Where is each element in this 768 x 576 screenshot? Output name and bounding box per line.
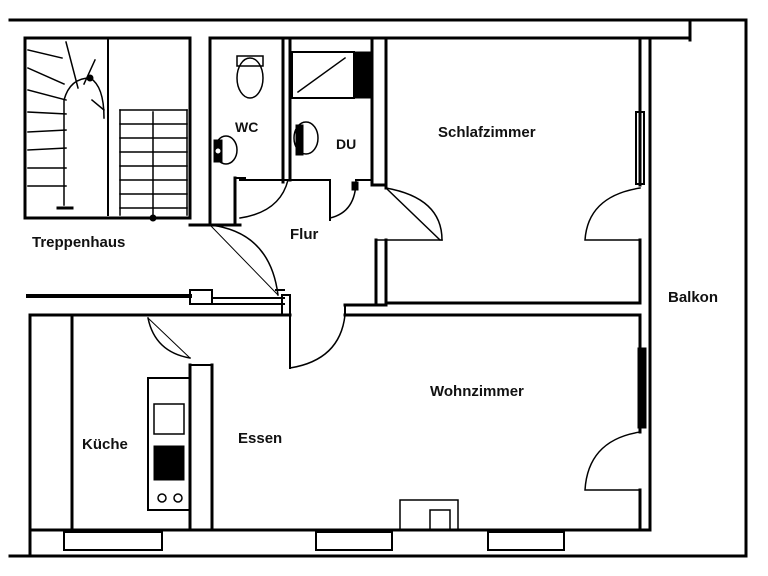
flur-area [188, 223, 388, 369]
label-treppenhaus: Treppenhaus [32, 234, 126, 251]
staircase [23, 36, 192, 222]
du-room [288, 36, 374, 221]
treppenhaus-wall [26, 289, 285, 305]
schlafzimmer-room [370, 36, 652, 532]
label-du: DU [336, 136, 357, 152]
label-balkon: Balkon [668, 289, 719, 306]
label-wohnzimmer: Wohnzimmer [430, 383, 524, 400]
label-essen: Essen [238, 430, 283, 447]
wohnzimmer-room [210, 313, 652, 551]
label-flur: Flur [290, 226, 319, 243]
label-wc: WC [235, 119, 259, 135]
label-schlafzimmer: Schlafzimmer [438, 124, 536, 141]
label-kueche: Küche [82, 436, 128, 453]
outer-wall-top [8, 18, 748, 558]
